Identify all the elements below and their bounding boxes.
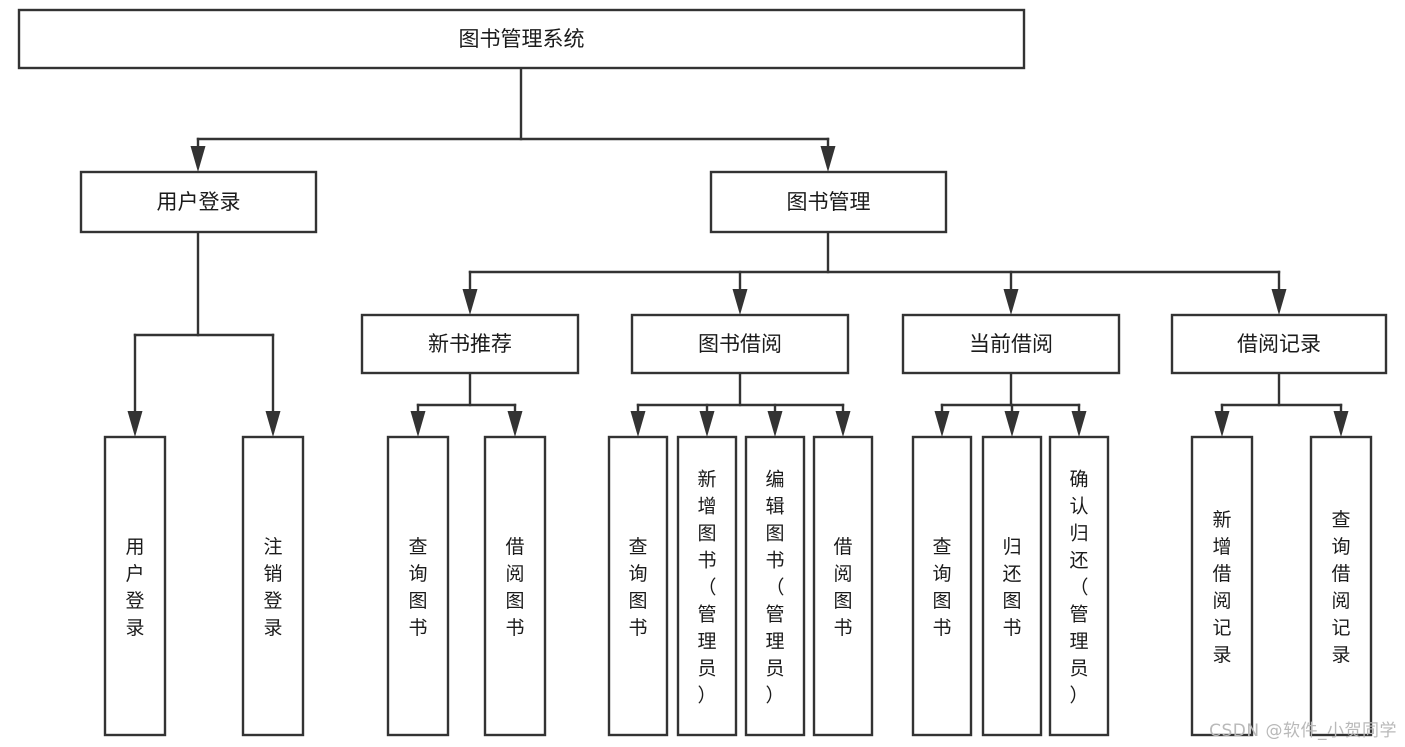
connector-group-root-to-level1 — [190, 66, 836, 172]
connector-group-book-manage-to-level2 — [462, 230, 1287, 315]
connector-group-current-borrow-to-leaves — [934, 371, 1087, 437]
node-label: 确认归还（管理员） — [1069, 469, 1088, 707]
node-label: 用户登录 — [125, 536, 144, 639]
connector-group-borrow-record-to-leaves — [1214, 371, 1349, 437]
node-leaf-edit-book[interactable]: 编辑图书（管理员） — [744, 435, 806, 737]
node-leaf-query-book-1[interactable]: 查询图书 — [386, 435, 450, 737]
node-root[interactable]: 图书管理系统 — [17, 8, 1026, 70]
node-leaf-user-login[interactable]: 用户登录 — [103, 435, 167, 737]
connector-group-book-borrow-to-leaves — [630, 371, 851, 437]
connector-group-user-login-to-leaves — [127, 230, 281, 437]
node-leaf-add-book[interactable]: 新增图书（管理员） — [676, 435, 738, 737]
node-label: 用户登录 — [157, 190, 241, 214]
node-new-book-rec[interactable]: 新书推荐 — [360, 313, 580, 375]
node-label: 归还图书 — [1002, 536, 1021, 639]
connector-group-new-book-rec-to-leaves — [410, 371, 523, 437]
node-leaf-borrow-book-2[interactable]: 借阅图书 — [812, 435, 874, 737]
node-leaf-logout[interactable]: 注销登录 — [241, 435, 305, 737]
node-label: 借阅图书 — [833, 536, 852, 639]
node-label: 新增图书（管理员） — [697, 469, 716, 707]
node-label: 查询图书 — [932, 536, 951, 639]
node-leaf-borrow-book-1[interactable]: 借阅图书 — [483, 435, 547, 737]
node-leaf-query-book-2[interactable]: 查询图书 — [607, 435, 669, 737]
node-user-login[interactable]: 用户登录 — [79, 170, 318, 234]
node-current-borrow[interactable]: 当前借阅 — [901, 313, 1121, 375]
node-label: 注销登录 — [263, 536, 282, 639]
node-label: 查询图书 — [628, 536, 647, 639]
node-label: 编辑图书（管理员） — [765, 469, 784, 707]
node-label: 图书管理 — [787, 190, 871, 214]
node-leaf-confirm-return[interactable]: 确认归还（管理员） — [1048, 435, 1110, 737]
node-leaf-add-record[interactable]: 新增借阅记录 — [1190, 435, 1254, 737]
node-label: 新书推荐 — [428, 332, 512, 356]
node-label: 图书管理系统 — [459, 27, 585, 51]
csdn-watermark: CSDN @软件_小贺同学 — [1209, 721, 1397, 741]
node-leaf-query-record[interactable]: 查询借阅记录 — [1309, 435, 1373, 737]
node-book-manage[interactable]: 图书管理 — [709, 170, 948, 234]
node-label: 借阅记录 — [1237, 332, 1321, 356]
node-label: 当前借阅 — [969, 332, 1053, 356]
node-leaf-return-book[interactable]: 归还图书 — [981, 435, 1043, 737]
node-label: 图书借阅 — [698, 332, 782, 356]
node-label: 查询图书 — [408, 536, 427, 639]
connector-layer — [127, 66, 1349, 437]
node-label: 新增借阅记录 — [1212, 509, 1231, 666]
node-leaf-query-book-3[interactable]: 查询图书 — [911, 435, 973, 737]
node-label: 借阅图书 — [505, 536, 524, 639]
node-label: 查询借阅记录 — [1331, 509, 1350, 666]
node-borrow-record[interactable]: 借阅记录 — [1170, 313, 1388, 375]
node-book-borrow[interactable]: 图书借阅 — [630, 313, 850, 375]
node-layer: 图书管理系统用户登录图书管理新书推荐图书借阅当前借阅借阅记录用户登录注销登录查询… — [17, 8, 1388, 737]
